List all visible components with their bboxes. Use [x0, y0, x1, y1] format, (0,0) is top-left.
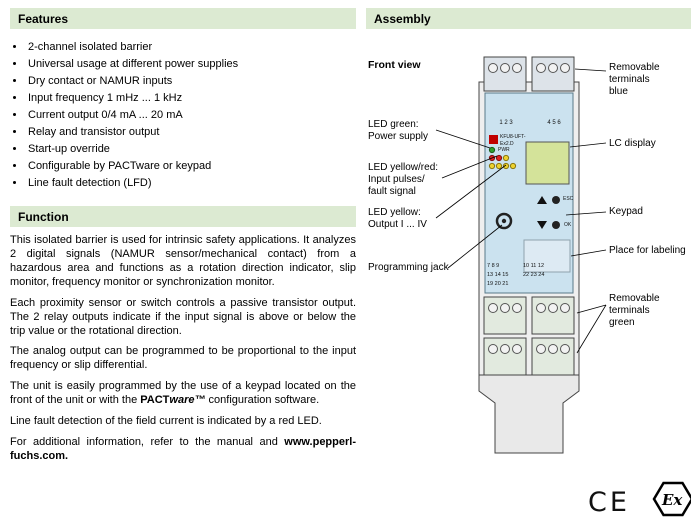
ex-hexagon [652, 481, 691, 517]
function-paragraph: The analog output can be programmed to b… [10, 345, 356, 372]
callout-lc-display: LC display [609, 138, 656, 149]
features-list: 2-channel isolated barrier Universal usa… [26, 39, 356, 192]
function-paragraph: Line fault detection of the field curren… [10, 414, 322, 427]
assembly-drawing: CE Ex Front view LED green: Power supply… [366, 35, 691, 517]
ex-mark: Ex [652, 481, 691, 517]
device-drawing: CE Ex [435, 56, 691, 517]
feature-item: Configurable by PACTware or keypad [26, 158, 356, 175]
callout-keypad: Keypad [609, 206, 643, 217]
lc-display-shape [525, 141, 570, 185]
feature-item: Line fault detection (LFD) [26, 175, 356, 192]
website-text: www.pepperl-fuchs.com. [10, 435, 356, 462]
feature-item: 2-channel isolated barrier [26, 39, 356, 56]
right-column: Assembly [366, 8, 691, 517]
keypad-button [552, 221, 560, 229]
callout-terminals-green: Removable terminals green [609, 293, 660, 328]
fault-led [502, 154, 510, 162]
feature-item: Universal usage at different power suppl… [26, 56, 356, 73]
p4-pre: The unit is easily programmed by the use… [10, 380, 356, 407]
function-paragraph: The unit is easily programmed by the use… [10, 380, 356, 408]
labeling-area [523, 239, 571, 273]
callout-terminals-blue: Removable terminals blue [609, 62, 660, 97]
function-paragraph: Each proximity sensor or switch controls… [10, 296, 356, 337]
callout-led-green: LED green: Power supply [368, 119, 429, 142]
output-led [495, 162, 503, 170]
pf-logo [489, 135, 498, 144]
up-arrow-icon [537, 196, 547, 204]
feature-item: Relay and transistor output [26, 124, 356, 141]
down-arrow-icon [537, 221, 547, 229]
left-column: Features 2-channel isolated barrier Univ… [10, 8, 356, 470]
led-cluster [488, 146, 517, 170]
ex-mark-text: Ex [661, 491, 683, 509]
output-led [502, 162, 510, 170]
function-paragraph: This isolated barrier is used for intrin… [10, 234, 356, 288]
power-led [488, 146, 496, 154]
feature-item: Start-up override [26, 141, 356, 158]
callout-led-yellow-red: LED yellow/red: Input pulses/ fault sign… [368, 162, 439, 197]
feature-item: Dry contact or NAMUR inputs [26, 73, 356, 90]
terminal-numbers-top-left: 1 2 3 [499, 120, 513, 126]
output-led [509, 162, 517, 170]
features-header: Features [10, 8, 356, 29]
callout-led-yellow: LED yellow: Output I ... IV [368, 207, 427, 230]
terminal-numbers-mid-left: 7 8 9 13 14 15 19 20 21 [487, 263, 509, 287]
feature-item: Input frequency 1 mHz ... 1 kHz [26, 90, 356, 107]
esc-label: ESC [563, 196, 574, 202]
pactware-brand-bold: PACT [140, 394, 170, 407]
function-text: This isolated barrier is used for intrin… [10, 234, 356, 463]
function-paragraph: For additional information, refer to the… [10, 436, 356, 464]
ok-label: OK [564, 222, 572, 228]
top-terminals-blue [483, 56, 575, 92]
feature-item: Current output 0/4 mA ... 20 mA [26, 107, 356, 124]
keypad-button [552, 196, 560, 204]
output-led [488, 162, 496, 170]
keypad-shape [537, 196, 560, 229]
bottom-terminals-green [483, 296, 575, 376]
assembly-header: Assembly [366, 8, 691, 29]
programming-jack-shape [495, 212, 513, 230]
callout-labeling: Place for labeling [609, 245, 686, 256]
terminal-numbers-mid-right: 10 11 12 22 23 24 [523, 263, 545, 278]
callout-lines [435, 68, 607, 354]
callout-programming-jack: Programming jack [368, 262, 449, 273]
pwr-label: PWR [498, 147, 510, 153]
pactware-brand-italic: ware™ [169, 394, 206, 407]
p4-post: configuration software. [205, 394, 320, 407]
terminal-numbers-top-right: 4 5 6 [547, 120, 561, 126]
device-model-label: KFU8-UFT- Ex2.D [500, 134, 526, 147]
device-foot [478, 374, 580, 454]
front-view-label: Front view [368, 59, 421, 71]
ce-mark: CE [588, 487, 630, 517]
input-led [495, 154, 503, 162]
p6-pre: For additional information, refer to the… [10, 435, 285, 448]
function-header: Function [10, 206, 356, 228]
